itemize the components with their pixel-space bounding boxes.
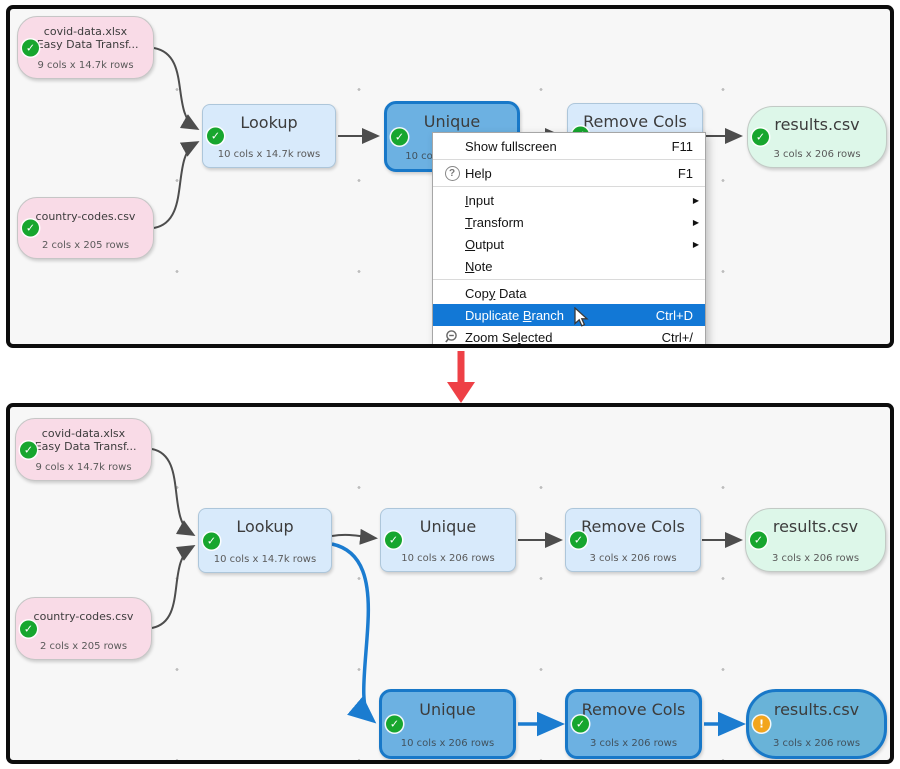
node-title: Unique — [419, 700, 476, 719]
node-title: results.csv — [772, 517, 859, 536]
success-icon: ✓ — [572, 715, 589, 733]
menu-item-zoom-selected[interactable]: Zoom Selected Ctrl+/ — [433, 326, 705, 345]
menu-item-help[interactable]: ? Help F1 — [433, 162, 705, 184]
context-menu: Show fullscreen F11 ? Help F1 Input ▶ Tr… — [432, 132, 706, 345]
transition-arrow-icon — [447, 351, 475, 403]
zoom-out-icon — [445, 330, 457, 343]
success-icon: ✓ — [22, 39, 39, 56]
node-remove-cols-duplicate-selected[interactable]: ✓ Remove Cols 3 cols x 206 rows — [565, 689, 702, 759]
menu-separator — [433, 186, 705, 187]
edge-covid-lookup — [153, 47, 200, 131]
node-stats: 3 cols x 206 rows — [589, 553, 677, 564]
menu-shortcut: F1 — [677, 165, 693, 181]
node-title: results.csv — [773, 700, 860, 719]
node-stats: 2 cols x 205 rows — [41, 240, 130, 251]
menu-item-note[interactable]: Note — [465, 258, 493, 274]
mouse-cursor — [574, 307, 589, 327]
submenu-arrow-icon: ▶ — [692, 217, 699, 227]
node-unique-duplicate-selected[interactable]: ✓ Unique 10 cols x 206 rows — [379, 689, 516, 759]
success-icon: ✓ — [386, 715, 403, 733]
node-title: Unique — [419, 517, 477, 536]
node-stats: 10 cols x 206 rows — [400, 738, 495, 749]
node-stats: 10 cols x 206 rows — [401, 553, 495, 564]
edge-lookup-unique — [331, 528, 378, 545]
node-title: covid-data.xlsx — [43, 25, 128, 38]
node-title: Remove Cols — [583, 112, 687, 131]
success-icon: ✓ — [20, 620, 37, 637]
menu-item-output[interactable]: Output ▶ — [465, 236, 699, 252]
edge-covid-lookup — [151, 448, 196, 537]
success-icon: ✓ — [207, 127, 224, 145]
submenu-arrow-icon: ▶ — [692, 239, 699, 249]
node-title: Unique — [423, 112, 481, 131]
menu-shortcut: F11 — [671, 138, 693, 154]
menu-item-show-fullscreen[interactable]: Show fullscreen F11 — [465, 138, 693, 154]
node-country-codes[interactable]: ✓ country-codes.csv 2 cols x 205 rows — [15, 597, 152, 660]
menu-item-transform[interactable]: Transform ▶ — [465, 214, 699, 230]
menu-item-duplicate-branch[interactable]: Duplicate Branch Ctrl+D — [433, 304, 705, 326]
node-covid-data[interactable]: ✓ covid-data.xlsx [Easy Data Transf... 9… — [17, 16, 154, 79]
success-icon: ✓ — [20, 441, 37, 458]
menu-shortcut: Ctrl+/ — [661, 329, 693, 345]
node-stats: 9 cols x 14.7k rows — [37, 60, 134, 71]
node-country-codes[interactable]: ✓ country-codes.csv 2 cols x 205 rows — [17, 197, 154, 259]
node-stats: 2 cols x 205 rows — [39, 641, 128, 652]
node-title: country-codes.csv — [35, 210, 136, 223]
node-stats: 10 cols x 14.7k rows — [213, 554, 317, 565]
node-stats: 3 cols x 206 rows — [589, 738, 678, 749]
success-icon: ✓ — [22, 219, 39, 237]
node-title: country-codes.csv — [33, 610, 134, 623]
node-title: covid-data.xlsx — [41, 427, 126, 440]
menu-separator — [433, 279, 705, 280]
menu-item-copy-data[interactable]: Copy Data — [465, 285, 527, 301]
success-icon: ✓ — [570, 531, 587, 549]
node-stats: 3 cols x 206 rows — [771, 553, 860, 564]
success-icon: ✓ — [385, 531, 402, 549]
edge-country-lookup — [153, 141, 200, 229]
success-icon: ✓ — [750, 531, 767, 549]
menu-separator — [433, 159, 705, 160]
canvas-before: ✓ covid-data.xlsx [Easy Data Transf... 9… — [6, 5, 894, 348]
menu-shortcut: Ctrl+D — [655, 307, 693, 323]
node-stats: 9 cols x 14.7k rows — [35, 462, 132, 473]
menu-item-input[interactable]: Input ▶ — [465, 192, 699, 208]
node-subtitle: [Easy Data Transf... — [32, 37, 139, 51]
node-stats: 3 cols x 206 rows — [773, 149, 861, 160]
node-unique[interactable]: ✓ Unique 10 cols x 206 rows — [380, 508, 516, 572]
edge-lookup-unique-duplicate — [331, 542, 377, 724]
help-icon: ? — [444, 165, 460, 181]
node-lookup[interactable]: ✓ Lookup 10 cols x 14.7k rows — [202, 104, 336, 168]
edge-country-lookup — [151, 544, 196, 629]
success-icon: ✓ — [752, 128, 769, 146]
node-results-csv[interactable]: ✓ results.csv 3 cols x 206 rows — [747, 106, 887, 168]
submenu-arrow-icon: ▶ — [692, 195, 699, 205]
node-title: Lookup — [236, 517, 294, 536]
node-lookup[interactable]: ✓ Lookup 10 cols x 14.7k rows — [198, 508, 332, 573]
node-covid-data[interactable]: ✓ covid-data.xlsx [Easy Data Transf... 9… — [15, 418, 152, 481]
node-results-csv[interactable]: ✓ results.csv 3 cols x 206 rows — [745, 508, 886, 572]
node-stats: 3 cols x 206 rows — [772, 738, 861, 749]
node-results-csv-duplicate-selected[interactable]: ! results.csv 3 cols x 206 rows — [746, 689, 887, 759]
node-remove-cols[interactable]: ✓ Remove Cols 3 cols x 206 rows — [565, 508, 701, 572]
node-stats: 10 cols x 14.7k rows — [217, 149, 321, 160]
success-icon: ✓ — [203, 532, 220, 549]
canvas-after: ✓ covid-data.xlsx [Easy Data Transf... 9… — [6, 403, 894, 764]
node-title: Lookup — [240, 113, 298, 132]
success-icon: ✓ — [391, 128, 408, 145]
warning-icon: ! — [753, 715, 770, 733]
node-title: Remove Cols — [581, 700, 686, 719]
node-title: results.csv — [774, 115, 860, 134]
node-title: Remove Cols — [581, 517, 685, 536]
node-subtitle: [Easy Data Transf... — [30, 439, 137, 453]
